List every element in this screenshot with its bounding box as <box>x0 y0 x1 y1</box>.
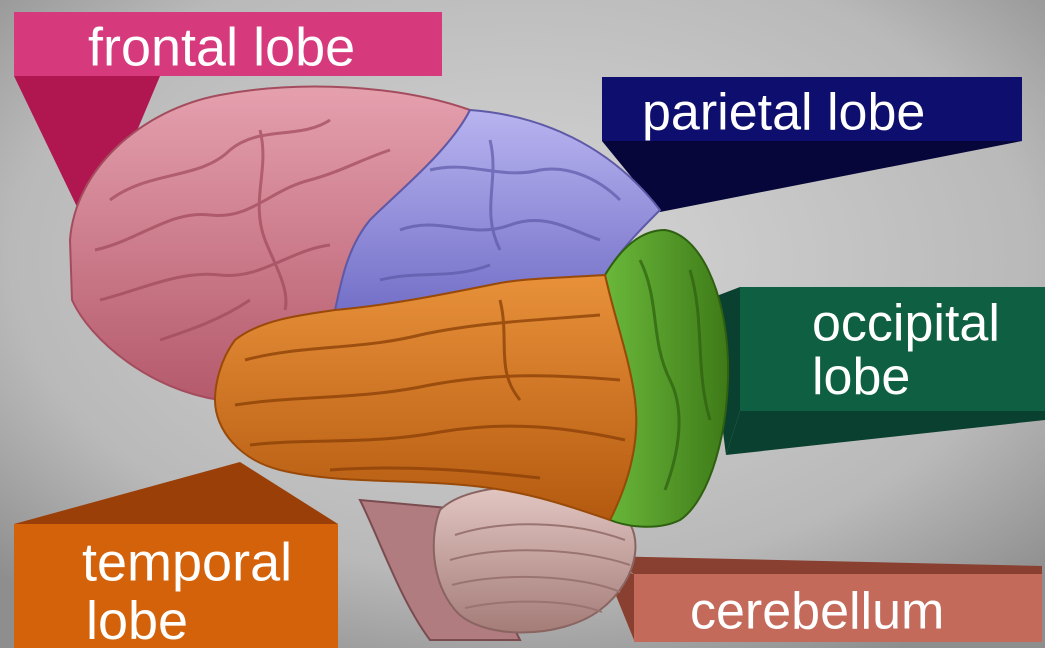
frontal-lobe-text: frontal lobe <box>88 18 355 78</box>
cerebellum-text: cerebellum <box>690 582 944 640</box>
parietal-lobe-label: parietal lobe <box>602 77 1022 141</box>
cerebellum-label: cerebellum <box>634 574 1042 642</box>
occipital-lobe-label: occipital lobe <box>740 287 1045 411</box>
occipital-line1-text: occipital <box>812 294 1000 352</box>
frontal-lobe-label: frontal lobe <box>14 12 442 76</box>
temporal-line1-text: temporal <box>82 533 292 593</box>
temporal-lobe-label: temporal lobe <box>14 524 338 648</box>
temporal-line2-text: lobe <box>30 592 338 650</box>
occipital-line2-text: lobe <box>756 350 1045 404</box>
parietal-lobe-text: parietal lobe <box>642 83 925 141</box>
